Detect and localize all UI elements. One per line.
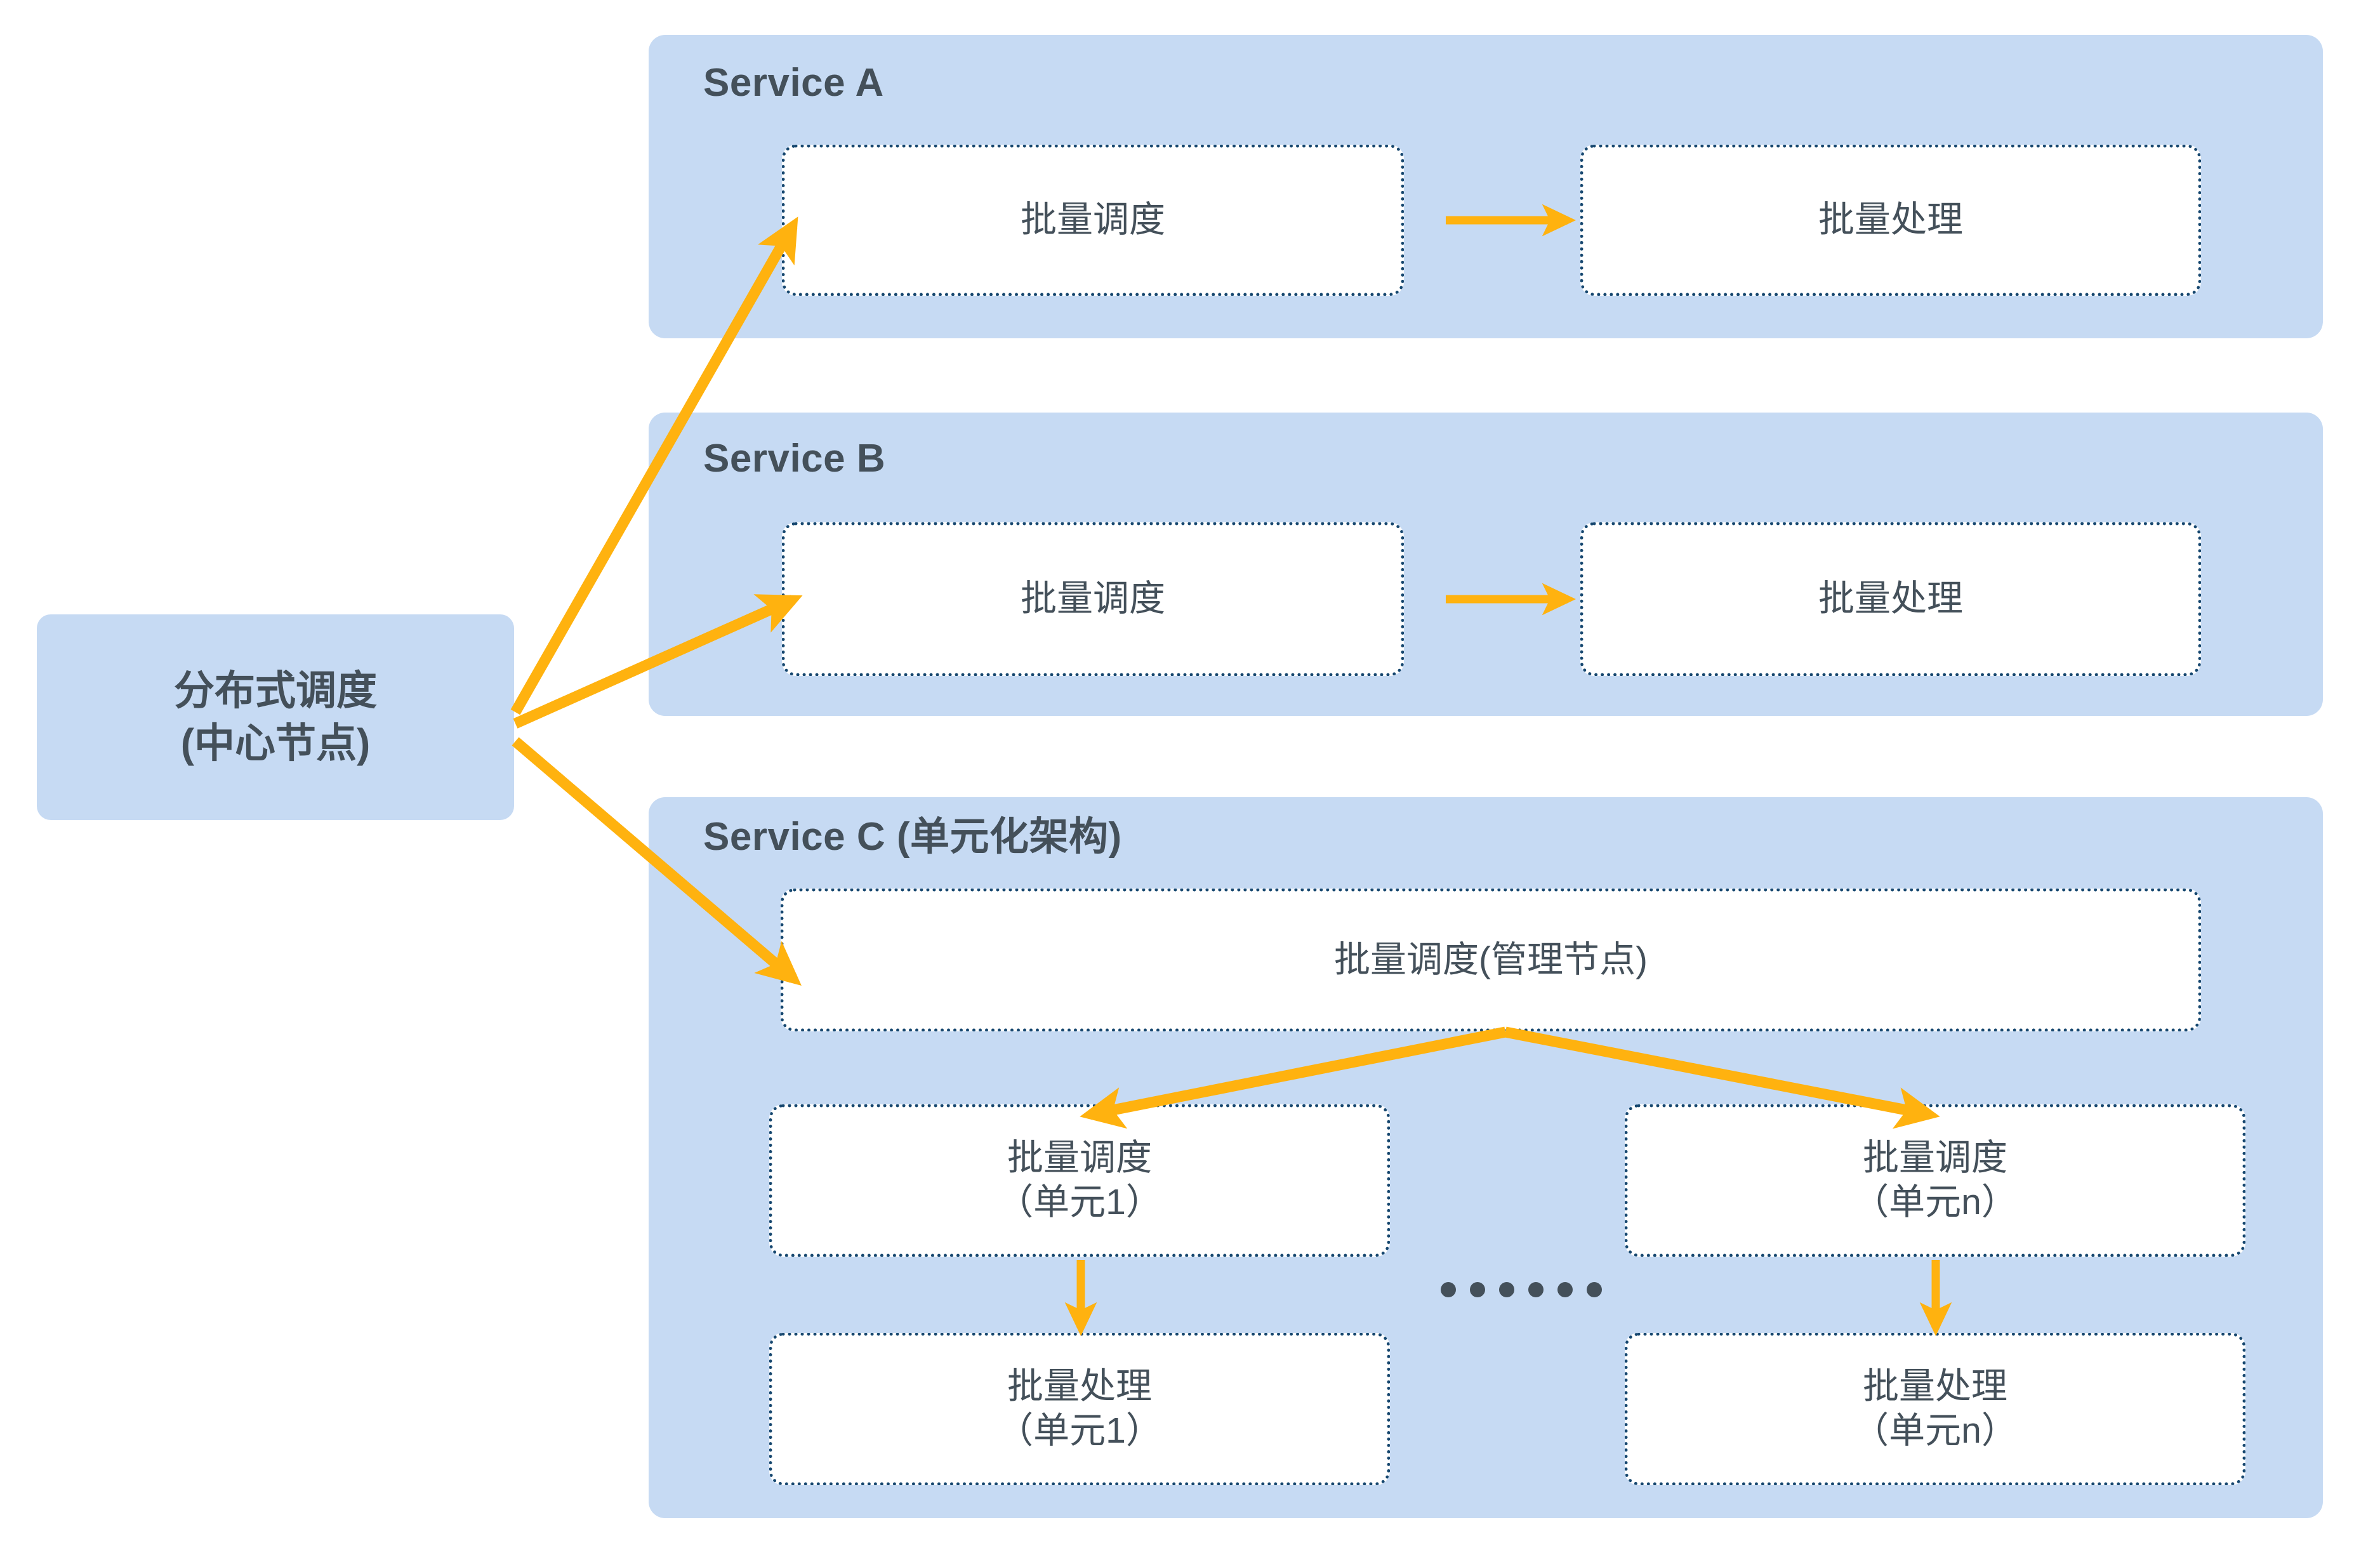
node-label: 批量调度 （单元1）: [997, 1137, 1162, 1222]
node-label: 批量调度: [1021, 199, 1165, 241]
node-service-c-manager[interactable]: 批量调度(管理节点): [781, 889, 2201, 1031]
node-service-b-batch-schedule[interactable]: 批量调度: [782, 522, 1404, 676]
ellipsis-dot: [1528, 1282, 1544, 1297]
service-b-title: Service B: [703, 437, 886, 480]
node-service-a-batch-process[interactable]: 批量处理: [1580, 145, 2201, 296]
node-service-b-batch-process[interactable]: 批量处理: [1580, 522, 2201, 676]
node-label: 批量调度: [1021, 578, 1165, 619]
service-c-title: Service C (单元化架构): [703, 815, 1122, 859]
node-label: 批量处理 （单元1）: [997, 1366, 1162, 1451]
service-a-title: Service A: [703, 61, 884, 105]
node-service-c-process-unitn[interactable]: 批量处理 （单元n）: [1625, 1333, 2245, 1485]
node-service-c-schedule-unitn[interactable]: 批量调度 （单元n）: [1625, 1104, 2245, 1257]
center-node-label: 分布式调度 (中心节点): [174, 667, 377, 766]
ellipsis-dot: [1587, 1282, 1602, 1297]
node-service-c-process-unit1[interactable]: 批量处理 （单元1）: [769, 1333, 1390, 1485]
node-label: 批量调度 （单元n）: [1853, 1137, 2018, 1222]
node-service-c-schedule-unit1[interactable]: 批量调度 （单元1）: [769, 1104, 1390, 1257]
node-label: 批量调度(管理节点): [1334, 939, 1648, 980]
center-node-distributed-scheduler[interactable]: 分布式调度 (中心节点): [37, 614, 514, 820]
node-label: 批量处理 （单元n）: [1853, 1366, 2018, 1451]
ellipsis-dot: [1441, 1282, 1456, 1297]
ellipsis-dot: [1470, 1282, 1485, 1297]
node-label: 批量处理: [1818, 199, 1963, 241]
node-label: 批量处理: [1818, 578, 1963, 619]
node-service-a-batch-schedule[interactable]: 批量调度: [782, 145, 1404, 296]
ellipsis-dot: [1557, 1282, 1573, 1297]
ellipsis-dot: [1499, 1282, 1514, 1297]
unit-ellipsis: [1441, 1282, 1602, 1297]
